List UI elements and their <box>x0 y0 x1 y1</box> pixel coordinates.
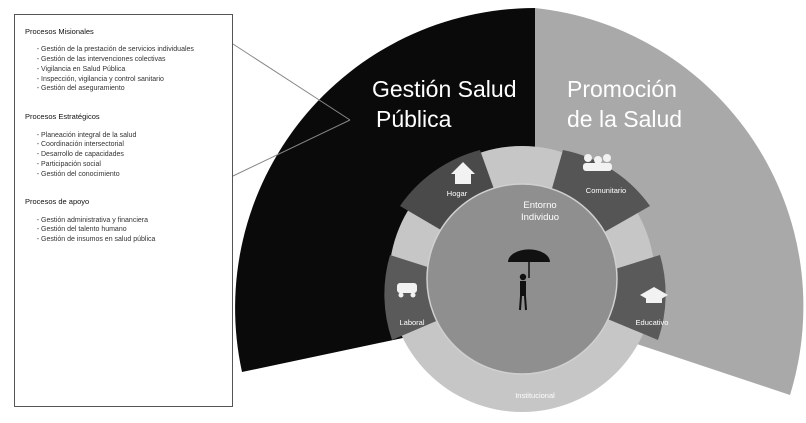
segment-label-comunitario: Comunitario <box>586 186 626 195</box>
list-item: Coordinación intersectorial <box>41 141 222 150</box>
graduation-cap-icon <box>640 287 668 303</box>
list-item: Gestión del talento humano <box>41 226 222 235</box>
list-estrategicos: Planeación integral de la salud Coordina… <box>25 132 222 180</box>
segment-label-hogar: Hogar <box>447 189 468 198</box>
list-item: Gestión del conocimiento <box>41 171 222 180</box>
segment-label-educativo: Educativo <box>636 318 669 327</box>
list-item: Inspección, vigilancia y control sanitar… <box>41 76 222 85</box>
right-title-line2: de la Salud <box>567 106 682 132</box>
list-item: Participación social <box>41 161 222 170</box>
list-item: Gestión del aseguramiento <box>41 85 222 94</box>
list-apoyo: Gestión administrativa y financiera Gest… <box>25 217 222 245</box>
house-icon <box>451 162 475 184</box>
process-callout-box: Procesos Misionales Gestión de la presta… <box>14 14 233 407</box>
list-misionales: Gestión de la prestación de servicios in… <box>25 46 222 94</box>
left-title-line1: Gestión Salud <box>372 76 516 102</box>
list-item: Planeación integral de la salud <box>41 132 222 141</box>
list-item: Gestión administrativa y financiera <box>41 217 222 226</box>
list-item: Gestión de insumos en salud pública <box>41 236 222 245</box>
list-item: Desarrollo de capacidades <box>41 151 222 160</box>
callout-pointer-upper <box>232 43 351 121</box>
person-umbrella-icon <box>508 249 550 311</box>
list-item: Gestión de las intervenciones colectivas <box>41 56 222 65</box>
segment-label-institucional: Institucional <box>515 391 555 400</box>
segment-label-laboral: Laboral <box>399 318 424 327</box>
group-people-icon <box>583 154 612 171</box>
section-title-estrategicos: Procesos Estratégicos <box>25 112 100 122</box>
section-title-apoyo: Procesos de apoyo <box>25 197 90 207</box>
list-item: Vigilancia en Salud Pública <box>41 66 222 75</box>
vehicle-icon <box>397 283 417 298</box>
callout-pointer-lower <box>232 119 351 177</box>
center-label-line1: Entorno <box>523 200 556 211</box>
left-title-line2: Pública <box>376 106 452 132</box>
list-item: Gestión de la prestación de servicios in… <box>41 46 222 55</box>
right-title-line1: Promoción <box>567 76 677 102</box>
section-title-misionales: Procesos Misionales <box>25 27 94 36</box>
center-label-line2: Individuo <box>521 212 559 223</box>
